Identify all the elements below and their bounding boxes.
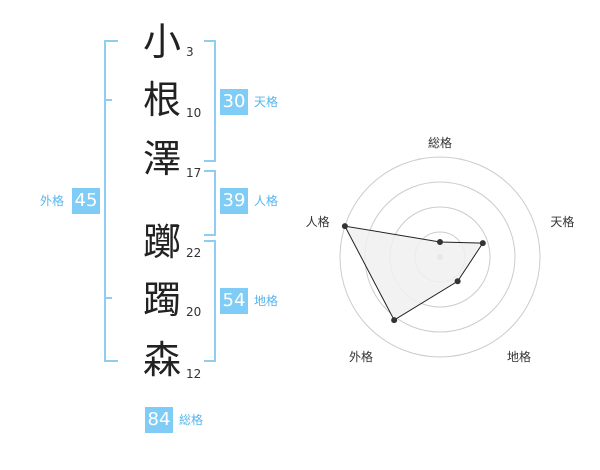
tenkaku-value: 30 xyxy=(220,89,248,115)
stroke-count-2: 10 xyxy=(186,106,202,120)
bracket-tick xyxy=(104,297,112,299)
stroke-count-4: 22 xyxy=(186,246,202,260)
stroke-count-3: 17 xyxy=(186,166,202,180)
stroke-count-1: 3 xyxy=(186,45,194,59)
soukaku-label: 総格 xyxy=(179,413,204,427)
radar-point-1 xyxy=(437,239,443,245)
radar-axis-label-4: 外格 xyxy=(349,349,373,364)
tenkaku-label: 天格 xyxy=(254,95,279,109)
jinkaku-label: 人格 xyxy=(254,194,279,208)
radar-point-3 xyxy=(454,278,461,285)
chikaku-bracket xyxy=(204,240,216,362)
radar-axis-label-1: 総格 xyxy=(428,135,452,150)
name-char-6: 森 xyxy=(142,338,181,382)
chikaku-value: 54 xyxy=(220,288,248,314)
radar-axis-label-3: 地格 xyxy=(507,349,531,364)
jinkaku-bracket xyxy=(204,170,216,236)
radar-axis-label-5: 人格 xyxy=(306,214,330,229)
soukaku-value: 84 xyxy=(145,407,173,433)
radar-polygon xyxy=(343,225,484,321)
name-char-1: 小 xyxy=(142,20,181,64)
bracket-tick xyxy=(104,99,112,101)
gaikaku-value: 45 xyxy=(72,188,100,214)
radar-point-2 xyxy=(479,240,486,247)
name-char-5: 躅 xyxy=(142,278,181,322)
radar-ring xyxy=(339,156,541,358)
radar-point-5 xyxy=(341,223,348,230)
tenkaku-bracket xyxy=(204,40,216,162)
chikaku-label: 地格 xyxy=(254,294,279,308)
gaikaku-label: 外格 xyxy=(40,194,65,208)
name-char-4: 躑 xyxy=(142,220,181,264)
radar-axis-label-2: 天格 xyxy=(550,214,574,229)
stroke-count-5: 20 xyxy=(186,305,202,319)
stroke-count-6: 12 xyxy=(186,367,202,381)
gaikaku-bracket xyxy=(104,40,118,362)
jinkaku-value: 39 xyxy=(220,188,248,214)
radar-point-4 xyxy=(391,317,398,324)
name-char-3: 澤 xyxy=(142,137,181,181)
name-char-2: 根 xyxy=(142,78,181,122)
